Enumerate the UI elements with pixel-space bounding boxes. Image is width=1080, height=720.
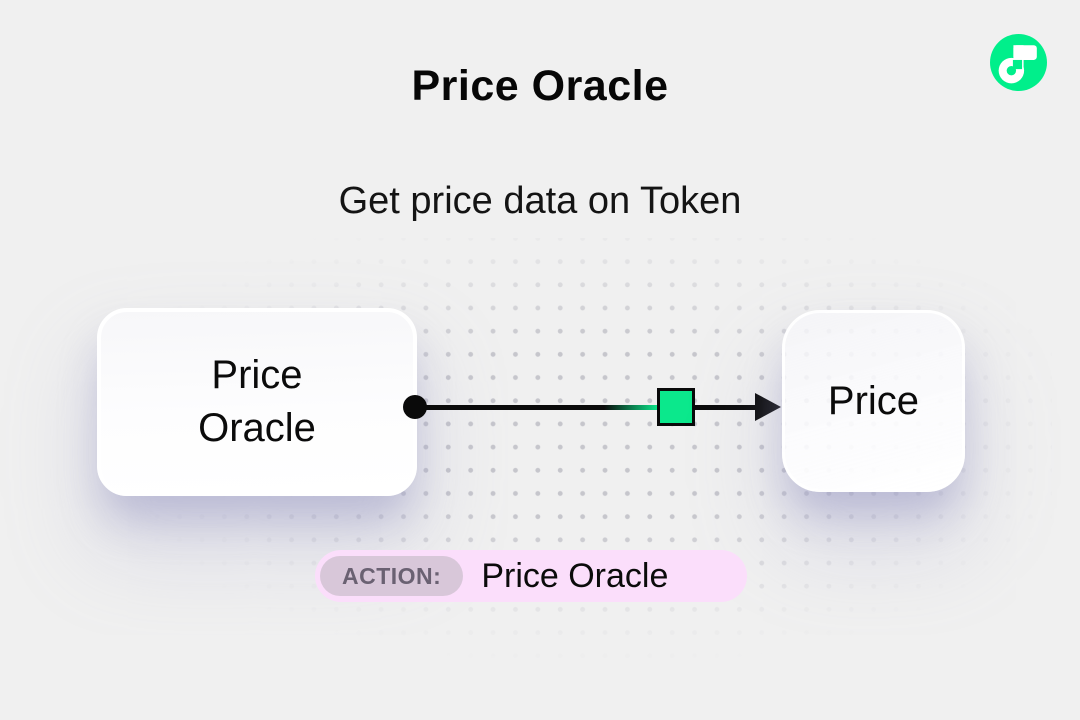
flow-logo-icon	[990, 34, 1047, 91]
action-value: Price Oracle	[481, 556, 669, 595]
page-title: Price Oracle	[411, 62, 669, 110]
arrowhead-icon	[755, 393, 781, 421]
connector-marker-square	[657, 388, 695, 426]
action-badge: ACTION:	[320, 556, 464, 596]
node-price-oracle-label: Price Oracle	[198, 353, 316, 450]
connector-green-fade	[604, 405, 658, 410]
node-price-label: Price	[827, 378, 920, 423]
action-bar: ACTION: Price Oracle	[315, 550, 747, 602]
connector-line	[415, 405, 761, 410]
node-price-oracle: Price Oracle	[97, 308, 417, 496]
node-price: Price	[782, 310, 965, 492]
page-subtitle: Get price data on Token	[338, 180, 742, 222]
